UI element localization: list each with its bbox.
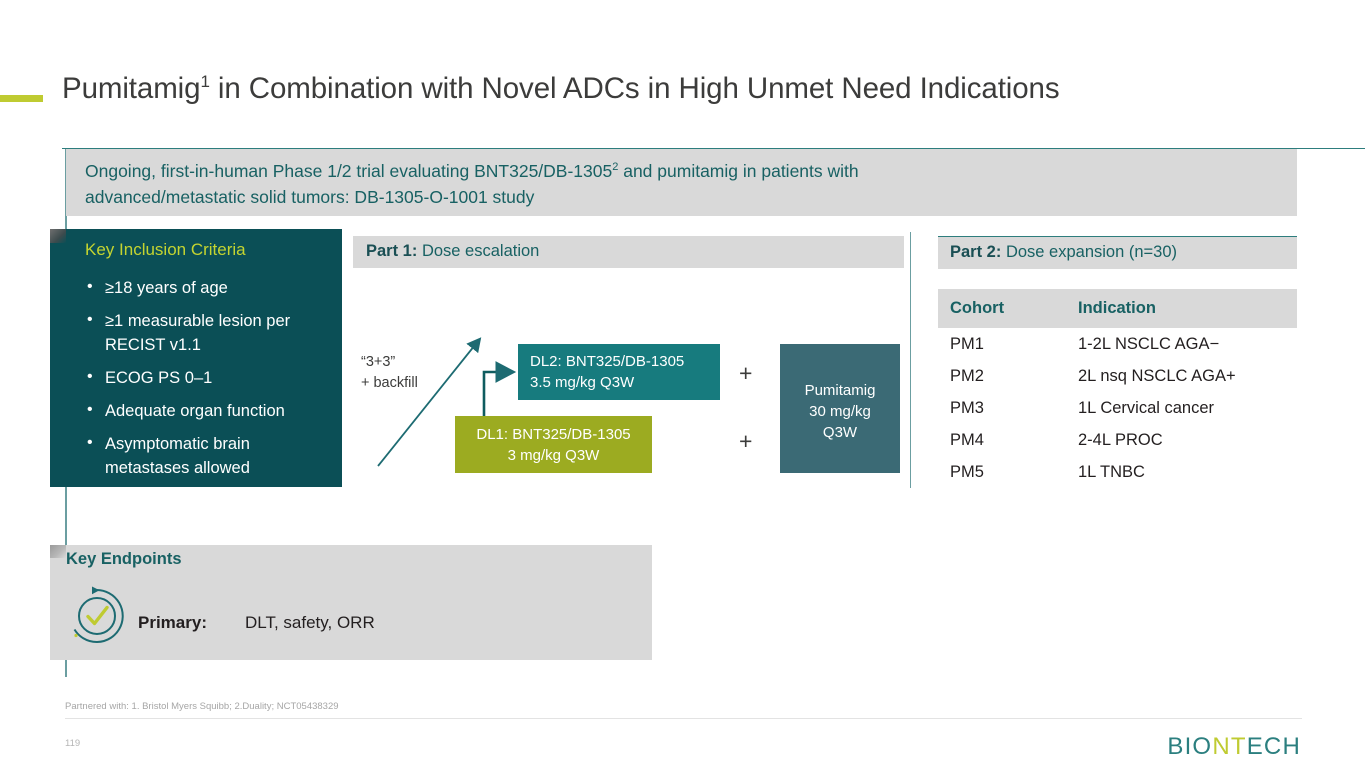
page-number: 119 xyxy=(65,738,81,749)
footer-divider-rule xyxy=(65,718,1302,719)
plus-sign-top: + xyxy=(739,360,753,386)
escalation-diagonal-arrow xyxy=(377,337,482,467)
column-header-indication: Indication xyxy=(1066,289,1297,328)
list-item: ≥1 measurable lesion per RECIST v1.1 xyxy=(85,308,325,357)
key-inclusion-criteria-title: Key Inclusion Criteria xyxy=(85,240,246,259)
dl1-line1: DL1: BNT325/DB-1305 xyxy=(476,426,631,443)
endpoints-fold-corner xyxy=(50,545,66,558)
part1-header-label: Part 1: Dose escalation xyxy=(366,242,539,261)
part2-header-label: Part 2: Dose expansion (n=30) xyxy=(950,243,1177,262)
study-description-text: Ongoing, first-in-human Phase 1/2 trial … xyxy=(85,158,859,210)
table-row: PM2 2L nsq NSCLC AGA+ xyxy=(938,360,1297,392)
cell-indication: 1-2L NSCLC AGA− xyxy=(1078,334,1220,353)
table-row: PM1 1-2L NSCLC AGA− xyxy=(938,328,1297,360)
part1-header: Part 1: Dose escalation xyxy=(353,236,904,268)
key-inclusion-criteria-list: ≥18 years of age ≥1 measurable lesion pe… xyxy=(85,275,325,489)
part1-dose-escalation-section: Part 1: Dose escalation “3+3” + backfill… xyxy=(353,236,904,488)
cell-cohort: PM1 xyxy=(950,334,984,353)
table-row: PM4 2-4L PROC xyxy=(938,424,1297,456)
part2-header: Part 2: Dose expansion (n=30) xyxy=(938,237,1297,269)
pumitamig-dose-box: Pumitamig 30 mg/kg Q3W xyxy=(780,344,900,473)
part2-dose-expansion-section: Part 2: Dose expansion (n=30) Cohort Ind… xyxy=(938,236,1297,488)
pumitamig-line2: 30 mg/kg xyxy=(809,403,871,420)
footnote-text: Partnered with: 1. Bristol Myers Squibb;… xyxy=(65,701,339,712)
key-inclusion-criteria-panel: Key Inclusion Criteria ≥18 years of age … xyxy=(50,229,342,487)
cell-cohort: PM5 xyxy=(950,462,984,481)
part2-label-bold: Part 2: xyxy=(950,243,1002,261)
logo-segment-ech: ECH xyxy=(1246,733,1301,760)
cohort-indication-table: Cohort Indication PM1 1-2L NSCLC AGA− PM… xyxy=(938,289,1297,488)
column-header-cohort: Cohort xyxy=(938,289,1066,328)
endpoint-primary-label: Primary: xyxy=(138,613,207,632)
dose-level-2-box: DL2: BNT325/DB-1305 3.5 mg/kg Q3W xyxy=(518,344,720,400)
key-endpoints-panel: Key Endpoints Primary: DLT, safety, ORR xyxy=(50,545,652,660)
part1-label-bold: Part 1: xyxy=(366,242,418,260)
cell-cohort: PM4 xyxy=(950,430,984,449)
pumitamig-line1: Pumitamig xyxy=(804,382,876,399)
study-description-line2: advanced/metastatic solid tumors: DB-130… xyxy=(85,187,535,207)
cell-indication: 1L Cervical cancer xyxy=(1078,398,1215,417)
pumitamig-line3: Q3W xyxy=(822,424,858,441)
circular-arrow-check-icon xyxy=(73,586,124,643)
page-title: Pumitamig1 in Combination with Novel ADC… xyxy=(62,72,1060,106)
dl2-line1: DL2: BNT325/DB-1305 xyxy=(530,353,685,370)
page-title-footnote-marker: 1 xyxy=(200,72,210,92)
title-accent-dash xyxy=(0,95,43,102)
study-description-line1-tail: and pumitamig in patients with xyxy=(618,161,859,181)
biontech-logo: BIONTECH xyxy=(1167,733,1301,761)
logo-segment-bio: BIO xyxy=(1167,733,1213,760)
list-item: Adequate organ function xyxy=(85,398,325,423)
table-row: PM5 1L TNBC xyxy=(938,456,1297,488)
part1-diagram-canvas: “3+3” + backfill DL2: BNT325/DB-1305 3.5… xyxy=(353,268,904,488)
plus-sign-bottom: + xyxy=(739,428,753,454)
header-divider-rule xyxy=(62,148,1365,149)
table-row: PM3 1L Cervical cancer xyxy=(938,392,1297,424)
cell-cohort: PM2 xyxy=(950,366,984,385)
panel-fold-corner xyxy=(50,229,66,243)
study-description-line1: Ongoing, first-in-human Phase 1/2 trial … xyxy=(85,161,613,181)
study-description-footnote-marker: 2 xyxy=(612,161,619,174)
table-header-row: Cohort Indication xyxy=(938,289,1297,328)
page-title-text: Pumitamig xyxy=(62,72,201,105)
design-note-line1: “3+3” xyxy=(361,354,396,370)
dose-level-1-box: DL1: BNT325/DB-1305 3 mg/kg Q3W xyxy=(455,416,652,473)
dl2-line2: 3.5 mg/kg Q3W xyxy=(530,374,635,391)
cell-indication: 1L TNBC xyxy=(1078,462,1145,481)
list-item: Asymptomatic brain metastases allowed xyxy=(85,431,325,480)
cell-indication: 2L nsq NSCLC AGA+ xyxy=(1078,366,1236,385)
page-title-text-tail: in Combination with Novel ADCs in High U… xyxy=(209,72,1060,105)
dl1-to-dl2-elbow-arrow xyxy=(482,361,517,416)
part1-label-rest: Dose escalation xyxy=(417,242,540,260)
list-item: ECOG PS 0–1 xyxy=(85,365,325,390)
part1-arrows-svg xyxy=(377,337,517,467)
cell-indication: 2-4L PROC xyxy=(1078,430,1163,449)
list-item: ≥18 years of age xyxy=(85,275,325,300)
design-note-line2: + backfill xyxy=(361,375,418,391)
part2-label-rest: Dose expansion (n=30) xyxy=(1001,243,1178,261)
endpoint-primary-value: DLT, safety, ORR xyxy=(245,613,375,632)
logo-segment-nt: NT xyxy=(1212,733,1247,760)
part1-part2-divider xyxy=(910,232,912,488)
cell-cohort: PM3 xyxy=(950,398,984,417)
study-description-banner: Ongoing, first-in-human Phase 1/2 trial … xyxy=(66,149,1297,216)
dl1-line2: 3 mg/kg Q3W xyxy=(507,447,600,464)
dose-escalation-design-note: “3+3” + backfill xyxy=(361,352,461,394)
key-endpoints-title: Key Endpoints xyxy=(66,550,182,568)
